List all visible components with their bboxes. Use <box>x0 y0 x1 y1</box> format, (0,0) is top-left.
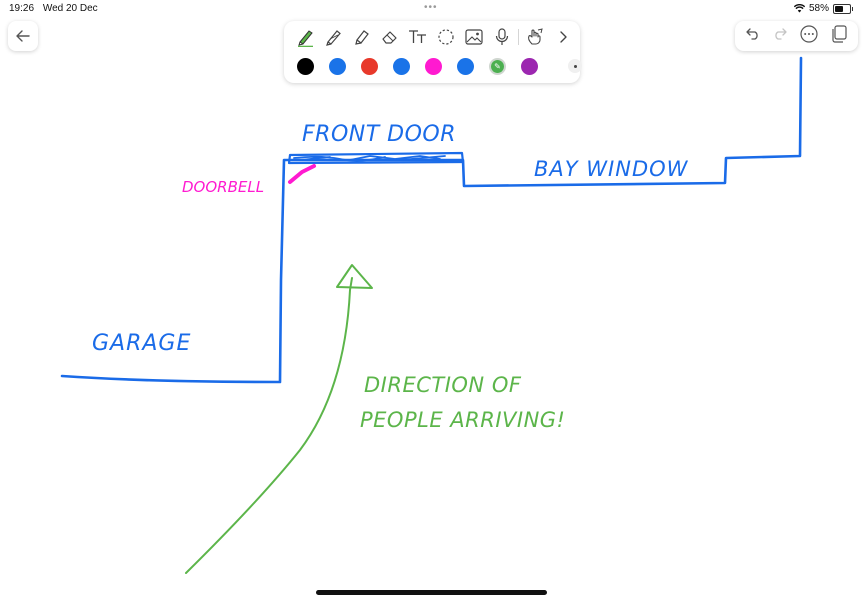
status-date: Wed 20 Dec <box>42 3 98 14</box>
label-direction-line2: PEOPLE ARRIVING! <box>360 408 565 432</box>
redo-button[interactable] <box>773 27 787 45</box>
front-door-stroke <box>287 151 465 165</box>
touch-draw-button[interactable] <box>521 25 549 49</box>
color-swatch-4[interactable] <box>393 58 410 75</box>
dot-icon <box>573 64 577 68</box>
lasso-icon <box>438 29 454 45</box>
pages-icon <box>832 24 847 43</box>
status-indicators: 58% <box>793 3 853 14</box>
battery-icon <box>833 3 851 14</box>
redo-icon <box>775 28 787 40</box>
microphone-icon <box>495 28 509 45</box>
color-swatch-6[interactable] <box>457 58 474 75</box>
color-swatch-3[interactable] <box>361 58 378 75</box>
selected-color-pen-icon: ✎ <box>491 60 504 73</box>
multitasking-dots-icon[interactable]: ••• <box>424 2 438 13</box>
undo-icon <box>745 28 758 40</box>
eraser-icon <box>382 31 397 44</box>
eraser-tool-button[interactable] <box>376 25 404 49</box>
text-tool-button[interactable] <box>404 25 432 49</box>
front-door-hatching-stroke <box>293 155 446 162</box>
doorbell-mark-stroke <box>288 164 316 184</box>
arrival-arrowhead-stroke <box>336 264 373 289</box>
battery-tip <box>852 6 853 11</box>
undo-button[interactable] <box>745 27 760 45</box>
arrow-left-icon <box>16 30 30 42</box>
toolbar-divider <box>518 29 519 45</box>
color-palette: ✎ <box>297 58 553 75</box>
highlighter-tool-button[interactable] <box>348 25 376 49</box>
document-actions <box>735 21 858 51</box>
label-garage: GARAGE <box>92 331 191 356</box>
color-swatch-8[interactable] <box>521 58 538 75</box>
more-colors-button[interactable] <box>568 59 582 73</box>
audio-tool-button[interactable] <box>488 25 516 49</box>
image-tool-button[interactable] <box>460 25 488 49</box>
pages-button[interactable] <box>831 24 847 48</box>
pen-tool-button[interactable] <box>292 25 320 49</box>
house-outline-stroke <box>60 56 803 384</box>
highlighter-icon <box>355 30 369 45</box>
lasso-tool-button[interactable] <box>432 25 460 49</box>
status-time-date: 19:26 Wed 20 Dec <box>9 3 104 14</box>
back-button[interactable] <box>8 21 38 51</box>
chevron-right-icon <box>560 31 567 43</box>
more-options-button[interactable] <box>800 24 818 48</box>
status-bar: 19:26 Wed 20 Dec ••• 58% <box>0 0 863 18</box>
touch-draw-icon <box>528 28 543 45</box>
status-time: 19:26 <box>9 3 35 14</box>
image-icon <box>465 29 483 45</box>
wifi-icon <box>793 4 805 13</box>
battery-percent: 58% <box>808 3 829 14</box>
more-icon <box>800 24 818 43</box>
label-direction-line1: DIRECTION OF <box>364 373 522 397</box>
label-front-door: FRONT DOOR <box>302 122 456 147</box>
color-swatch-5[interactable] <box>425 58 442 75</box>
color-swatch-2[interactable] <box>329 58 346 75</box>
color-swatch-1[interactable] <box>297 58 314 75</box>
label-bay-window: BAY WINDOW <box>534 157 689 181</box>
pencil-tool-button[interactable] <box>320 25 348 49</box>
home-indicator[interactable] <box>316 590 547 595</box>
pen-icon <box>298 30 313 47</box>
tool-row <box>292 25 577 49</box>
battery-level-fill <box>835 5 843 12</box>
label-doorbell: DOORBELL <box>182 178 264 196</box>
pencil-icon <box>326 30 341 46</box>
toolbar-more-button[interactable] <box>549 25 577 49</box>
text-icon <box>409 30 426 43</box>
arrival-arrow-stroke <box>185 277 353 574</box>
color-swatch-7[interactable]: ✎ <box>489 58 506 75</box>
drawing-toolbar: ✎ <box>284 21 582 83</box>
